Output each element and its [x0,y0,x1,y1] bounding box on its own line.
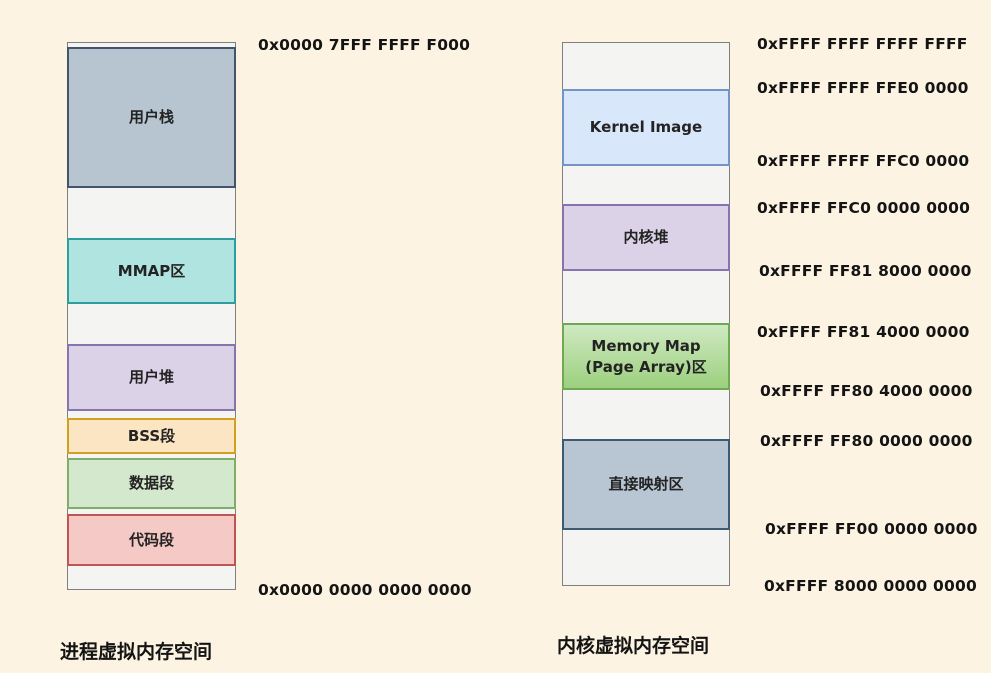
address-label-kernel-7: 0xFFFF FF80 0000 0000 [760,432,973,450]
address-label-kernel-2: 0xFFFF FFFF FFC0 0000 [757,152,970,170]
segment-label-memory-map-line2: (Page Array)区 [585,357,707,376]
segment-label-mmap: MMAP区 [117,261,186,280]
segment-kernel-heap: 内核堆 [562,204,730,271]
address-label-process-bottom: 0x0000 0000 0000 0000 [258,581,472,599]
segment-label-bss: BSS段 [127,426,176,445]
kernel-memory-title: 内核虚拟内存空间 [557,635,710,657]
address-label-kernel-3: 0xFFFF FFC0 0000 0000 [757,199,971,217]
address-label-kernel-6: 0xFFFF FF80 4000 0000 [760,382,973,400]
segment-label-kernel-heap: 内核堆 [623,228,669,247]
process-memory-column: 用户栈 MMAP区 用户堆 BSS段 数据段 代码段 [67,42,236,590]
segment-data: 数据段 [67,458,236,509]
segment-label-direct-map: 直接映射区 [608,475,684,494]
segment-user-heap: 用户堆 [67,344,236,411]
segment-label-user-heap: 用户堆 [128,368,174,387]
segment-label-user-stack: 用户栈 [128,108,174,127]
address-label-process-top: 0x0000 7FFF FFFF F000 [258,36,471,54]
process-memory-title: 进程虚拟内存空间 [60,641,213,663]
segment-memory-map: Memory Map (Page Array)区 [562,323,730,390]
address-label-kernel-8: 0xFFFF FF00 0000 0000 [765,520,978,538]
segment-label-kernel-image: Kernel Image [589,118,703,137]
segment-label-memory-map-line1: Memory Map [591,337,701,356]
address-label-kernel-1: 0xFFFF FFFF FFE0 0000 [757,79,969,97]
segment-direct-map: 直接映射区 [562,439,730,530]
address-label-kernel-5: 0xFFFF FF81 4000 0000 [757,323,970,341]
address-label-kernel-9: 0xFFFF 8000 0000 0000 [764,577,977,595]
address-label-kernel-0: 0xFFFF FFFF FFFF FFFF [757,35,968,53]
segment-kernel-image: Kernel Image [562,89,730,166]
segment-bss: BSS段 [67,418,236,454]
segment-mmap: MMAP区 [67,238,236,304]
kernel-memory-column: Kernel Image 内核堆 Memory Map (Page Array)… [562,42,730,586]
address-label-kernel-4: 0xFFFF FF81 8000 0000 [759,262,972,280]
segment-user-stack: 用户栈 [67,47,236,188]
segment-label-data: 数据段 [128,474,174,493]
segment-code: 代码段 [67,514,236,566]
segment-label-code: 代码段 [128,530,174,549]
